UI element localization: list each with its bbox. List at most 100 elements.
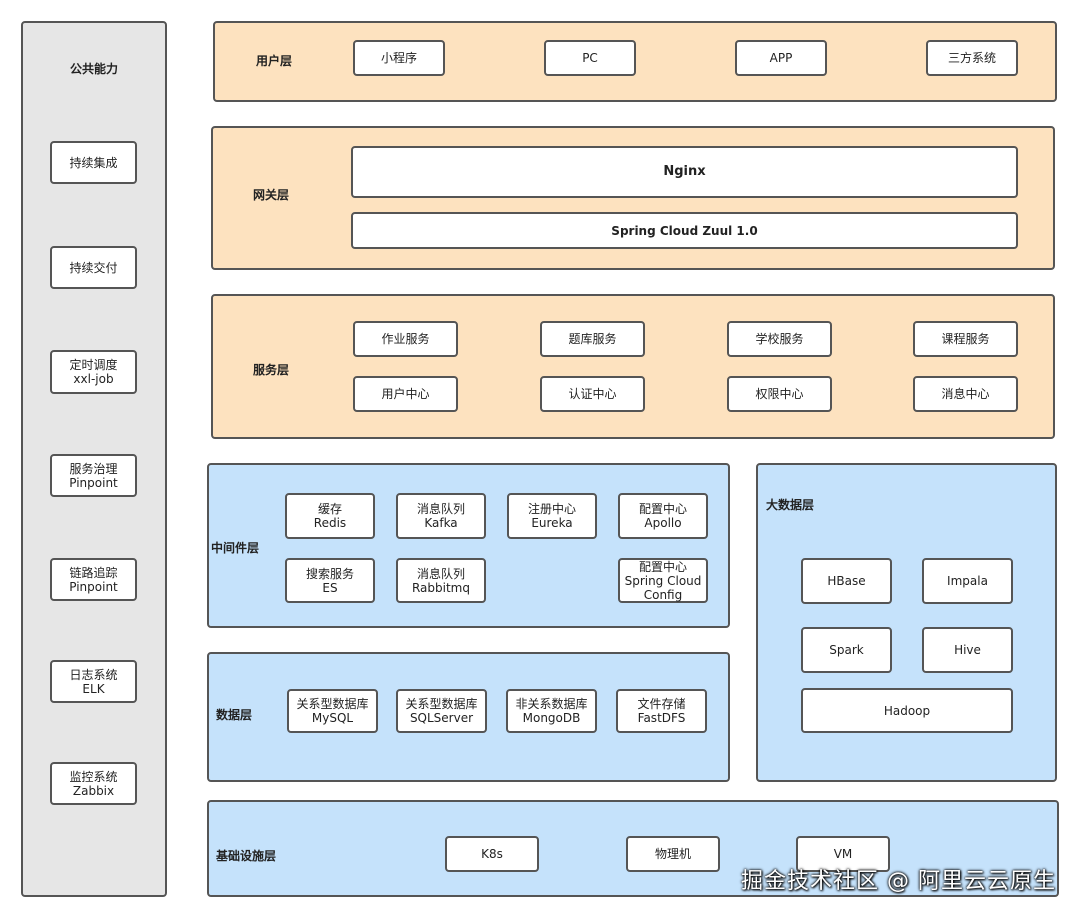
service-item: 课程服务 bbox=[913, 321, 1018, 357]
middleware-item-label: 消息队列 bbox=[416, 566, 465, 581]
common-item-cd: 持续交付 bbox=[50, 246, 137, 289]
middleware-item: 消息队列 Kafka bbox=[396, 493, 486, 539]
common-item-sublabel: ELK bbox=[82, 681, 105, 696]
bigdata-item-label: Hadoop bbox=[883, 703, 931, 718]
user-layer-item-label: 小程序 bbox=[380, 51, 417, 65]
service-item: 用户中心 bbox=[353, 376, 458, 412]
middleware-item: 搜索服务 ES bbox=[285, 558, 375, 603]
middleware-item: 配置中心 Spring Cloud Config bbox=[618, 558, 708, 603]
common-item-label: 服务治理 bbox=[69, 461, 118, 476]
data-layer-title: 数据层 bbox=[216, 708, 253, 722]
middleware-item-sublabel: Eureka bbox=[531, 516, 573, 530]
middleware-item-sublabel: Spring Cloud bbox=[624, 573, 702, 588]
service-item-label: 题库服务 bbox=[568, 332, 617, 346]
bigdata-item: Hadoop bbox=[801, 688, 1013, 733]
middleware-item-label: 配置中心 bbox=[638, 559, 687, 574]
user-layer-item: 三方系统 bbox=[926, 40, 1018, 76]
bigdata-item-label: Impala bbox=[947, 574, 988, 588]
user-layer-item-label: APP bbox=[769, 51, 793, 65]
gateway-zuul-box: Spring Cloud Zuul 1.0 bbox=[351, 212, 1018, 249]
bigdata-item: Impala bbox=[922, 558, 1013, 604]
middleware-item: 消息队列 Rabbitmq bbox=[396, 558, 486, 603]
gateway-layer-title: 网关层 bbox=[253, 188, 290, 202]
common-capabilities-title: 公共能力 bbox=[69, 62, 118, 76]
watermark-text: 掘金技术社区 @ 阿里云云原生 bbox=[741, 869, 1056, 894]
service-item: 题库服务 bbox=[540, 321, 645, 357]
service-item: 消息中心 bbox=[913, 376, 1018, 412]
middleware-layer-panel bbox=[207, 463, 730, 628]
data-item: 关系型数据库 MySQL bbox=[287, 689, 378, 733]
infra-item-label: K8s bbox=[481, 847, 503, 861]
data-item-label: 文件存储 bbox=[637, 697, 686, 711]
service-layer-title: 服务层 bbox=[253, 363, 290, 377]
bigdata-item: HBase bbox=[801, 558, 892, 604]
data-item-sublabel: SQLServer bbox=[409, 711, 474, 725]
common-item-governance: 服务治理 Pinpoint bbox=[50, 454, 137, 497]
middleware-item-sublabel: Redis bbox=[313, 516, 347, 530]
common-item-sublabel: xxl-job bbox=[73, 372, 114, 386]
gateway-item-label: Spring Cloud Zuul 1.0 bbox=[611, 223, 758, 238]
service-item-label: 学校服务 bbox=[755, 332, 804, 346]
service-layer-panel bbox=[211, 294, 1055, 439]
user-layer-title: 用户层 bbox=[256, 54, 293, 68]
common-item-label: 链路追踪 bbox=[69, 565, 118, 580]
common-item-sublabel: Zabbix bbox=[72, 783, 115, 798]
data-item-sublabel: FastDFS bbox=[637, 711, 686, 725]
service-item-label: 认证中心 bbox=[568, 387, 617, 401]
gateway-nginx-box: Nginx bbox=[351, 146, 1018, 198]
middleware-item-label: 搜索服务 bbox=[305, 566, 354, 581]
user-layer-item: APP bbox=[735, 40, 827, 76]
middleware-item-label: 消息队列 bbox=[416, 502, 465, 516]
service-item: 认证中心 bbox=[540, 376, 645, 412]
data-item: 文件存储 FastDFS bbox=[616, 689, 707, 733]
data-item-label: 关系型数据库 bbox=[405, 697, 478, 711]
common-item-logging: 日志系统 ELK bbox=[50, 660, 137, 703]
infra-item: VM bbox=[796, 836, 890, 872]
infra-item: 物理机 bbox=[626, 836, 720, 872]
middleware-item-sublabel: Rabbitmq bbox=[411, 580, 470, 595]
bigdata-item-label: Hive bbox=[954, 643, 981, 657]
service-item-label: 权限中心 bbox=[755, 387, 804, 401]
middleware-item: 注册中心 Eureka bbox=[507, 493, 597, 539]
common-item-label: 监控系统 bbox=[69, 769, 118, 784]
common-item-label: 持续交付 bbox=[69, 260, 118, 275]
bigdata-item: Hive bbox=[922, 627, 1013, 673]
common-item-scheduler: 定时调度 xxl-job bbox=[50, 350, 137, 394]
service-item-label: 消息中心 bbox=[941, 387, 990, 401]
service-item-label: 作业服务 bbox=[381, 332, 430, 346]
data-item-sublabel: MongoDB bbox=[522, 711, 581, 725]
common-item-tracing: 链路追踪 Pinpoint bbox=[50, 558, 137, 601]
service-item-label: 课程服务 bbox=[941, 332, 990, 346]
user-layer-item: PC bbox=[544, 40, 636, 76]
service-item: 作业服务 bbox=[353, 321, 458, 357]
common-item-label: 日志系统 bbox=[69, 667, 118, 682]
common-item-sublabel: Pinpoint bbox=[69, 579, 118, 594]
service-item-label: 用户中心 bbox=[381, 387, 430, 401]
infra-item: K8s bbox=[445, 836, 539, 872]
common-item-ci: 持续集成 bbox=[50, 141, 137, 184]
middleware-layer-title: 中间件层 bbox=[211, 541, 260, 555]
common-item-monitoring: 监控系统 Zabbix bbox=[50, 762, 137, 805]
bigdata-item-label: HBase bbox=[827, 574, 866, 588]
common-item-sublabel: Pinpoint bbox=[69, 475, 118, 490]
common-item-label: 定时调度 bbox=[69, 358, 118, 372]
service-item: 学校服务 bbox=[727, 321, 832, 357]
infra-item-label: 物理机 bbox=[654, 847, 691, 861]
middleware-item-sublabel: Apollo bbox=[644, 516, 682, 530]
infra-item-label: VM bbox=[833, 847, 853, 861]
user-layer-item: 小程序 bbox=[353, 40, 445, 76]
user-layer-item-label: PC bbox=[582, 51, 598, 65]
common-item-label: 持续集成 bbox=[69, 155, 118, 170]
middleware-item: 缓存 Redis bbox=[285, 493, 375, 539]
infra-layer-title: 基础设施层 bbox=[216, 849, 277, 863]
gateway-item-label: Nginx bbox=[663, 164, 706, 179]
service-item: 权限中心 bbox=[727, 376, 832, 412]
data-item-sublabel: MySQL bbox=[311, 711, 354, 725]
middleware-item-sublabel: ES bbox=[322, 580, 338, 595]
data-item: 非关系数据库 MongoDB bbox=[506, 689, 597, 733]
middleware-item-label: 配置中心 bbox=[638, 502, 687, 516]
middleware-item-label: 注册中心 bbox=[527, 502, 576, 516]
middleware-item-label: 缓存 bbox=[317, 502, 342, 516]
data-item: 关系型数据库 SQLServer bbox=[396, 689, 487, 733]
middleware-item: 配置中心 Apollo bbox=[618, 493, 708, 539]
